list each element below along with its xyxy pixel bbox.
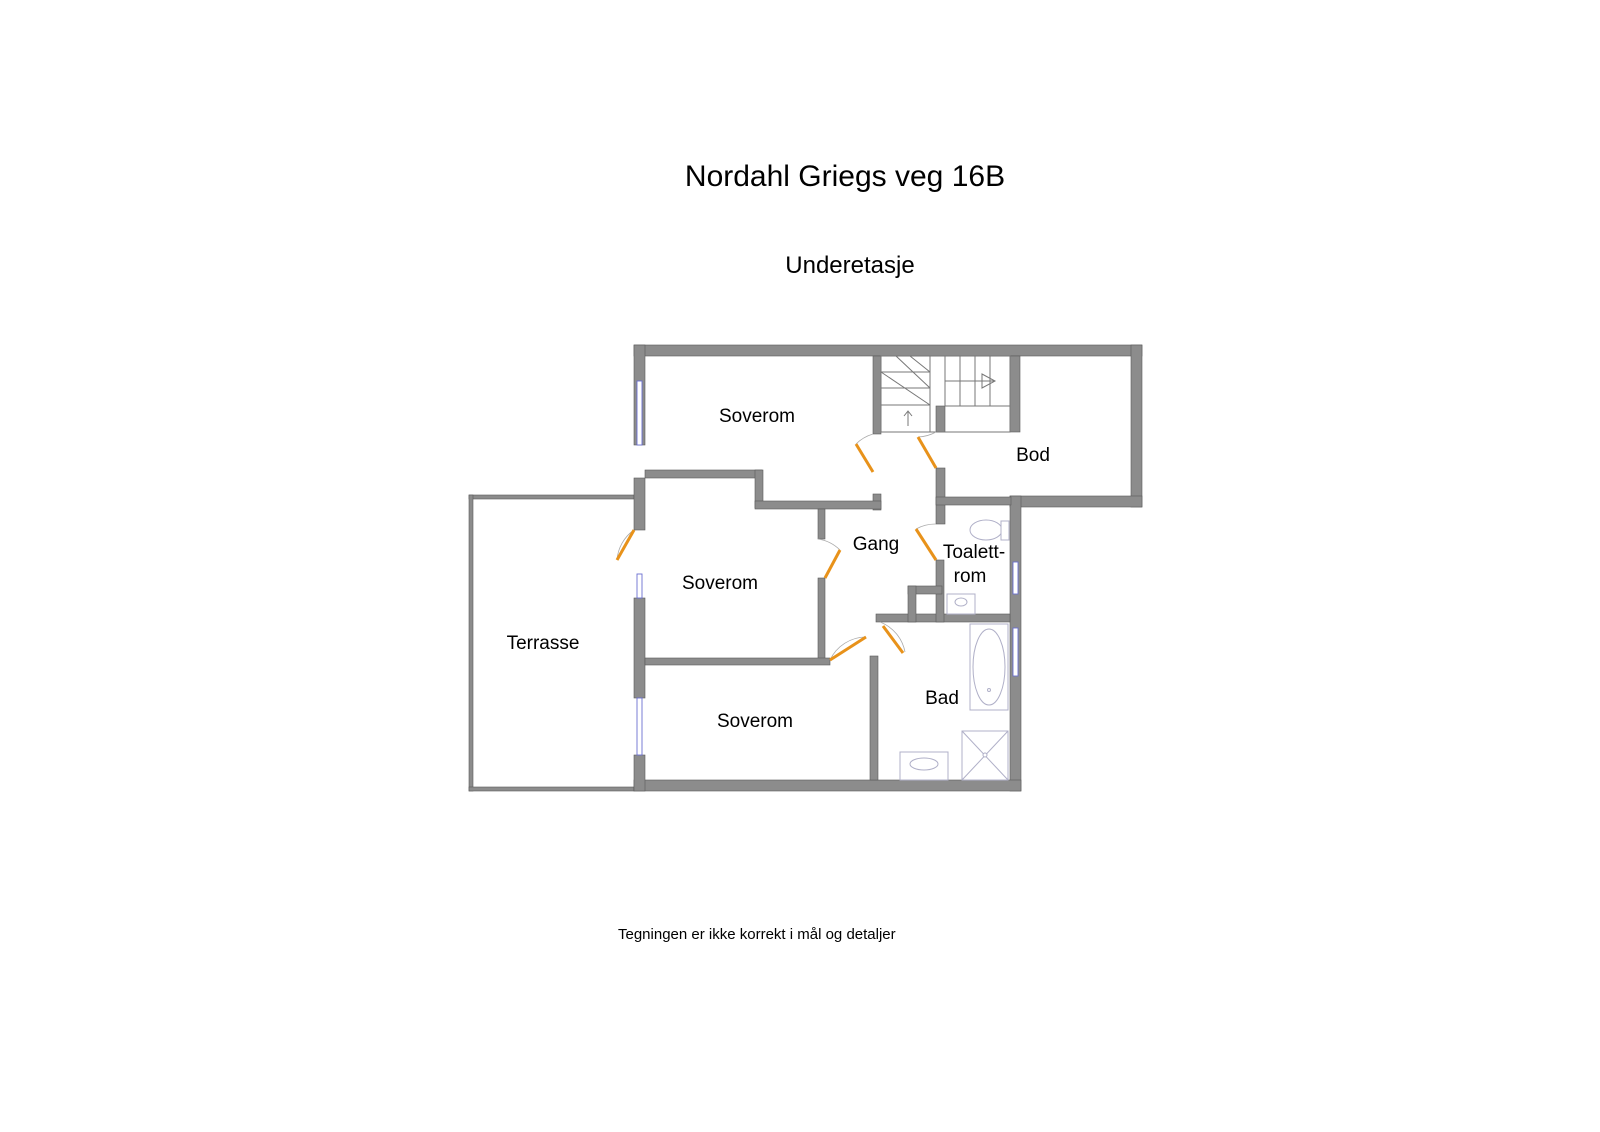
- window: [636, 697, 643, 756]
- page-title: Nordahl Griegs veg 16B: [684, 160, 1006, 193]
- interior-walls: [644, 355, 1021, 781]
- room-label-gang: Gang: [853, 534, 899, 555]
- door: [881, 625, 905, 654]
- room-label-toalett-line1: Toalett-: [943, 542, 1005, 563]
- window: [1012, 561, 1019, 595]
- door: [615, 529, 636, 561]
- disclaimer-text: Tegningen er ikke korrekt i mål og detal…: [618, 926, 896, 943]
- window: [636, 573, 643, 599]
- cistern-icon: [1000, 520, 1010, 541]
- room-label-terrasse: Terrasse: [507, 633, 580, 654]
- toilet-icon: [969, 519, 1003, 541]
- room-label-soverom-top: Soverom: [719, 406, 795, 427]
- room-label-bod: Bod: [1016, 445, 1050, 466]
- fixtures: [899, 519, 1010, 781]
- room-label-toalett-line2: rom: [954, 566, 987, 587]
- doors: [615, 431, 938, 662]
- exterior-walls: [633, 344, 1143, 792]
- door: [916, 436, 938, 469]
- windows: [636, 380, 1019, 756]
- room-label-soverom-bottom: Soverom: [717, 711, 793, 732]
- window: [636, 380, 643, 446]
- window: [1012, 627, 1019, 677]
- door: [914, 528, 938, 561]
- door: [829, 635, 867, 662]
- room-label-bad: Bad: [925, 688, 959, 709]
- door: [854, 443, 875, 473]
- floor-subtitle: Underetasje: [785, 252, 915, 279]
- door: [823, 549, 842, 579]
- room-label-soverom-middle: Soverom: [682, 573, 758, 594]
- staircase: [880, 355, 1011, 433]
